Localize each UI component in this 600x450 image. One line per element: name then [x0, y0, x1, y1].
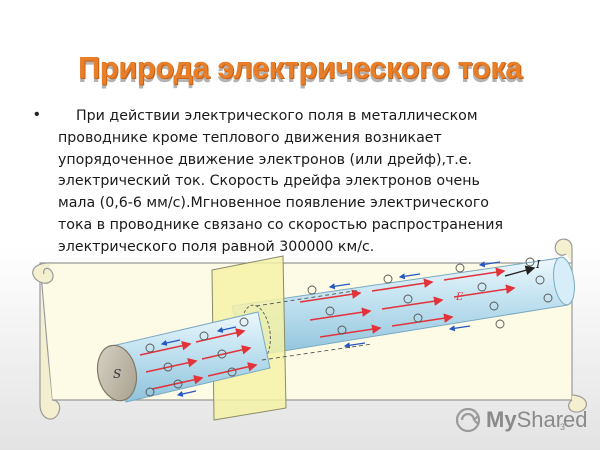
current-label: I — [535, 258, 541, 271]
watermark-my: My — [486, 407, 517, 432]
cross-section-cap — [96, 344, 138, 402]
current-arrow: I — [504, 258, 541, 277]
body-line: При действии электрического поля в метал… — [76, 108, 478, 124]
body-paragraph: При действии электрического поля в метал… — [58, 106, 568, 259]
slide-title-text: Природа электрического тока — [78, 50, 522, 85]
scroll-curl-right — [554, 238, 573, 263]
body-line: упорядоченное движение электронов (или д… — [58, 151, 473, 168]
projection-lines — [255, 289, 373, 361]
electrons-front — [145, 317, 249, 397]
area-label: S — [113, 367, 121, 381]
scroll-curl-left — [32, 262, 54, 284]
body-line: мала (0,6-6 мм/с).Мгновенное появление э… — [58, 195, 489, 212]
field-label: E — [455, 292, 464, 303]
watermark-shared: Shared — [516, 407, 588, 432]
field-arrows-back — [299, 267, 516, 338]
electrons-back — [307, 257, 553, 335]
body-line: тока в проводнике связано со скоростью р… — [58, 216, 503, 233]
page-number: 3 — [560, 422, 566, 432]
body-line: проводнике кроме теплового движения возн… — [58, 129, 442, 146]
conductor-back — [231, 256, 575, 358]
electron-arrows-back — [328, 261, 501, 349]
electron-arrows-front — [160, 326, 237, 397]
body-line: электрический ток. Скорость дрейфа элект… — [58, 173, 480, 190]
body-line: электрического поля равной 300000 км/с. — [58, 238, 375, 255]
slide-title-shadow: Природа электрического тока — [78, 54, 522, 89]
myshared-logo-icon — [455, 407, 481, 433]
bullet-marker: • — [34, 106, 40, 123]
slide-title: Природа электрического тока Природа элек… — [0, 38, 600, 90]
